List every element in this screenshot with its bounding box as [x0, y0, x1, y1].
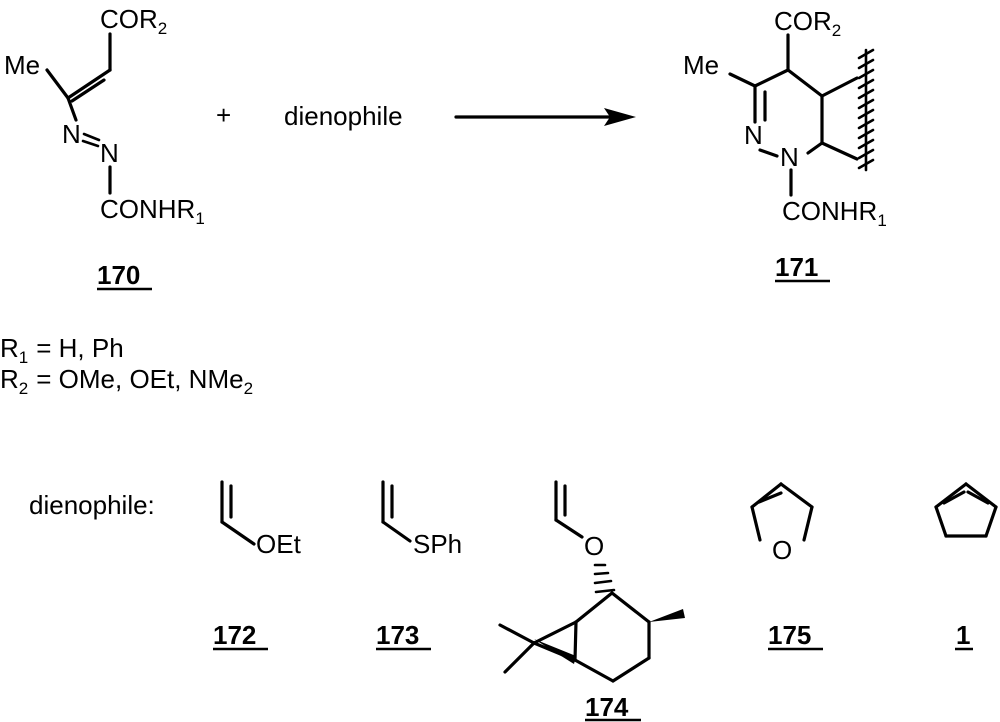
plus-sign: + — [216, 100, 231, 130]
c171-fused-bond-bottom — [820, 141, 859, 161]
c171-methyl: Me — [683, 50, 719, 80]
c170-bond-cn — [66, 96, 78, 122]
c171-ring-c6-n1 — [806, 141, 824, 155]
c171-ring-c4-c3 — [753, 68, 790, 88]
dienophile-heading: dienophile: — [29, 490, 155, 520]
c170-label: 170 — [97, 260, 140, 290]
reaction-arrow — [454, 108, 636, 126]
c171-ring-n-n — [758, 148, 779, 158]
c171-fused-bond-top — [820, 76, 859, 98]
dienophile-1: 1 — [934, 482, 998, 651]
c171-residue-hatch — [857, 48, 875, 172]
compound-171-structure: COR2 Me N N — [683, 6, 887, 283]
c170-cor-text: COR2 — [100, 4, 167, 38]
c171-n2: N — [780, 142, 799, 172]
dienophile-172: OEt 172 — [213, 480, 302, 651]
c170-n2: N — [100, 138, 119, 168]
dienophile-174: O 174 — [498, 480, 685, 722]
c172-label: 172 — [213, 620, 256, 650]
c171-label: 171 — [775, 252, 818, 282]
c170-conhr: CONHR1 — [100, 194, 205, 228]
dienophile-reagent: dienophile — [284, 101, 403, 131]
c175-label: 175 — [768, 620, 811, 650]
c170-methyl: Me — [4, 50, 40, 80]
c170-n1: N — [62, 119, 81, 149]
c170-bond-methyl — [45, 68, 70, 100]
c1-label: 1 — [956, 620, 970, 650]
c170-bond-alkene — [66, 68, 112, 100]
c171-bond-methyl — [728, 72, 757, 88]
c171-cor-text: COR2 — [774, 6, 841, 40]
svg-text:O: O — [584, 531, 604, 561]
c171-conhr: CONHR1 — [782, 196, 887, 230]
compound-170-structure: COR2 Me N N CONHR1 170 — [4, 4, 205, 291]
svg-text:O: O — [772, 535, 792, 565]
c170-bond-alkene-inner — [70, 78, 106, 103]
r1-definition: R1= H, Ph — [0, 333, 124, 367]
dienophile-173: SPh 173 — [376, 480, 462, 651]
svg-text:SPh: SPh — [413, 529, 462, 559]
c171-n1: N — [744, 120, 763, 150]
c170-bond-nn-b — [81, 139, 100, 148]
c173-label: 173 — [376, 620, 419, 650]
c174-label: 174 — [585, 692, 629, 722]
dienophile-175: O 175 — [750, 482, 823, 651]
svg-text:OEt: OEt — [256, 529, 302, 559]
r2-definition: R2= OMe, OEt, NMe2 — [0, 364, 253, 398]
c171-ring-c4-c5 — [786, 68, 824, 98]
c170-bond-nn-a — [82, 132, 101, 142]
